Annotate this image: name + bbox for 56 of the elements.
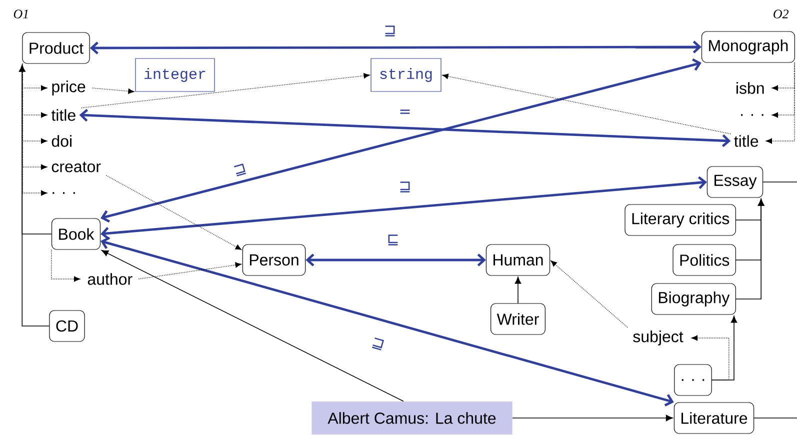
class-box: Product [22,32,90,64]
subclass-arrow [512,414,673,422]
property-label: isbn [736,82,764,94]
datatype-box: string [370,58,442,92]
edge-label: ⊒ [398,180,412,194]
instance-box: Albert Camus: La chute [312,402,512,434]
datatype-box: integer [135,58,215,92]
class-box: . . . [674,364,712,396]
property-arrow [691,335,730,380]
property-label: author [88,273,132,285]
mapping-arrow [90,40,702,54]
subclass-arrow [712,316,738,380]
property-label: creator [52,162,101,172]
ontology-label: O2 [774,10,788,18]
class-box: Biography [651,283,736,315]
class-box: Book [51,218,101,250]
mapping-arrow [100,176,707,240]
class-box: Politics [672,244,736,276]
property-arrow [550,260,628,328]
subclass-arrow [19,64,50,326]
mapping-arrow [306,254,486,266]
mapping-arrow [100,58,702,223]
edge-label: ⊒ [382,24,398,38]
class-box: Essay [706,166,764,198]
property-label: price [52,80,86,96]
property-label: . . . [52,192,75,194]
class-box: Literature [674,402,754,434]
property-label: title [51,109,76,121]
class-box: CD [49,310,85,342]
subclass-arrow [736,198,764,300]
class-box: Writer [490,303,546,335]
edge-label: ⊒ [231,162,249,178]
property-arrow [766,62,795,144]
edge-label: ⊑ [386,234,400,246]
property-arrow [138,262,242,280]
edge-label: = [398,108,412,118]
subclass-arrow [514,276,522,304]
property-arrow [442,74,732,134]
edge-label: ⊒ [369,336,387,352]
class-box: Literary critics [624,204,736,236]
class-box: Person [242,244,306,276]
mapping-arrow [79,108,731,148]
ontology-label: O1 [14,10,28,18]
property-arrow [80,73,370,108]
property-arrow [51,249,80,282]
property-label: doi [52,135,72,147]
class-box: Monograph [701,31,795,63]
property-label: subject [633,330,684,346]
class-box: Human [486,244,550,276]
property-label: title [734,135,758,147]
mapping-arrow [100,236,674,406]
property-arrow [92,88,134,94]
property-label: . . . [741,114,764,116]
property-arrow [22,63,48,196]
property-arrow [106,175,242,250]
subclass-arrow [101,250,404,402]
